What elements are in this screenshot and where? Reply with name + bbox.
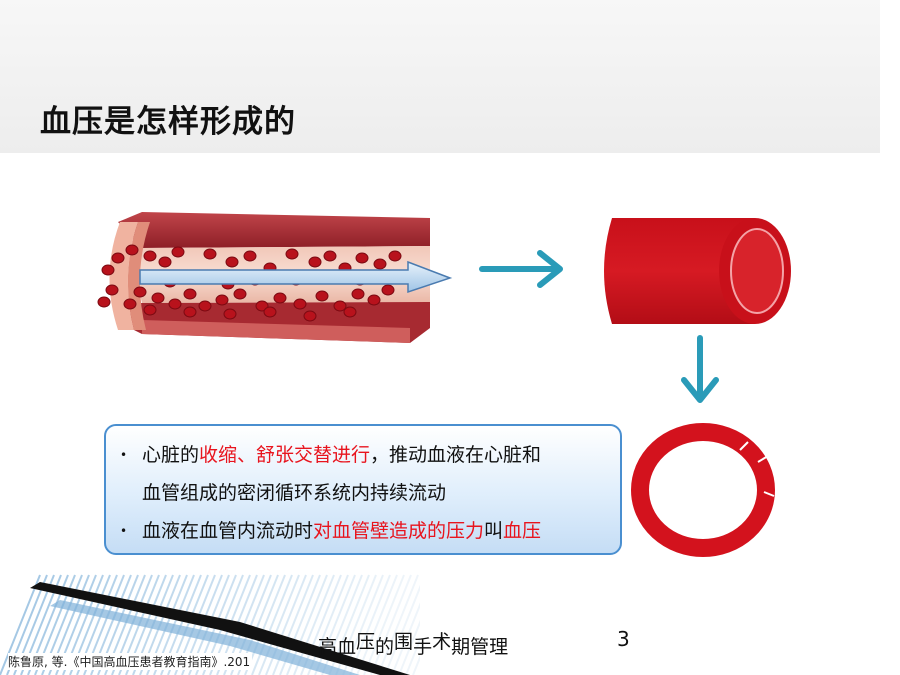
- decorative-stripe: [391, 602, 420, 675]
- blood-vessel-illustration: [97, 212, 453, 343]
- red-blood-cell: [225, 256, 239, 268]
- bullet-dot: •: [120, 448, 128, 462]
- decorative-stripe: [398, 619, 420, 675]
- red-blood-cell: [233, 288, 247, 300]
- red-blood-cell: [105, 284, 119, 296]
- decorative-stripe: [251, 574, 293, 675]
- red-blood-cell: [151, 292, 165, 304]
- footer-title-part: 围: [394, 631, 414, 653]
- red-blood-cell: [308, 256, 322, 268]
- red-blood-cell: [355, 252, 369, 264]
- red-blood-cell: [171, 246, 185, 258]
- red-blood-cell: [125, 244, 139, 256]
- pressure-arrow-3: [763, 491, 775, 497]
- red-blood-cell: [343, 306, 357, 318]
- decorative-stripe: [0, 574, 41, 675]
- bullet-item-2: • 血液在血管内流动时对血管壁造成的压力叫血压: [118, 512, 610, 550]
- slide-title: 血压是怎样形成的: [40, 104, 296, 140]
- decorative-stripe: [300, 574, 342, 675]
- red-blood-cell: [333, 300, 347, 312]
- bullet-item-1: • 心脏的收缩、舒张交替进行，推动血液在心脏和 血管组成的密闭循环系统内持续流动: [118, 436, 610, 512]
- decorative-stripe: [370, 574, 412, 675]
- red-blood-cell: [303, 310, 317, 322]
- page-number: 3: [617, 627, 630, 651]
- footer-title-part: 的: [375, 636, 395, 658]
- red-blood-cell: [158, 256, 172, 268]
- red-blood-cell: [388, 250, 402, 262]
- red-blood-cell: [285, 248, 299, 260]
- decorative-stripe: [356, 574, 398, 675]
- red-blood-cell: [168, 298, 182, 310]
- red-blood-cell: [143, 250, 157, 262]
- bullet-1-highlight: 收缩、舒张交替进行: [199, 444, 371, 466]
- red-blood-cell: [315, 290, 329, 302]
- bullet-dot: •: [120, 524, 128, 538]
- red-blood-cell: [351, 288, 365, 300]
- red-blood-cell: [183, 306, 197, 318]
- decorative-stripe: [258, 574, 300, 675]
- red-blood-cell: [198, 300, 212, 312]
- decorative-black-sweep: [30, 582, 410, 675]
- red-blood-cell: [111, 252, 125, 264]
- pressure-arrow-1: [739, 441, 749, 451]
- red-blood-cell: [243, 250, 257, 262]
- red-blood-cell: [263, 306, 277, 318]
- citation: 陈鲁原, 等.《中国高血压患者教育指南》.201: [8, 653, 253, 670]
- bullet-2-highlight: 对血管壁造成的压力: [313, 520, 485, 542]
- red-blood-cell: [215, 294, 229, 306]
- footer-title-part: 期管理: [451, 636, 509, 658]
- title-band: [0, 0, 880, 153]
- red-blood-cell: [143, 304, 157, 316]
- bullet-2-text-b: 叫: [484, 520, 504, 542]
- decorative-stripe: [405, 637, 420, 675]
- footer-title: 高血压的围手术期管理: [318, 631, 509, 659]
- flow-direction-arrow: [139, 260, 453, 294]
- decorative-stripe: [363, 574, 405, 675]
- bullet-2-text-a: 血液在血管内流动时: [142, 520, 314, 542]
- bullet-1-text-a: 心脏的: [142, 444, 200, 466]
- red-blood-cell: [273, 292, 287, 304]
- red-blood-cell: [223, 308, 237, 320]
- vessel-cylinder-illustration: [604, 218, 791, 324]
- decorative-stripe: [349, 574, 391, 675]
- pressure-arrow-2: [757, 455, 769, 463]
- arrow-right-icon: [479, 250, 563, 288]
- red-blood-cell: [323, 250, 337, 262]
- decorative-stripe: [377, 574, 419, 675]
- explanation-box: • 心脏的收缩、舒张交替进行，推动血液在心脏和 血管组成的密闭循环系统内持续流动…: [104, 424, 622, 555]
- decorative-stripe: [307, 574, 349, 675]
- bullet-1-text-b: ，推动血液在心脏和: [370, 444, 542, 466]
- bullet-2-highlight-term: 血压: [503, 520, 542, 542]
- red-blood-cell: [203, 248, 217, 260]
- footer-title-part: 压: [356, 631, 376, 653]
- decorative-stripe: [412, 654, 420, 675]
- red-blood-cell: [101, 264, 115, 276]
- red-blood-cell: [367, 294, 381, 306]
- footer-title-part: 手: [413, 636, 433, 658]
- cylinder-body: [604, 218, 755, 324]
- footer-title-part: 高血: [318, 636, 357, 658]
- red-blood-cell: [183, 288, 197, 300]
- cylinder-opening: [730, 228, 784, 314]
- decorative-stripe: [384, 584, 420, 675]
- footer-title-part: 术: [432, 631, 452, 653]
- arrow-down-icon: [681, 335, 719, 403]
- red-blood-cell: [381, 284, 395, 296]
- red-blood-cell: [97, 296, 111, 308]
- red-blood-cell: [133, 286, 147, 298]
- red-blood-cell: [293, 298, 307, 310]
- bullet-1-line2: 血管组成的密闭循环系统内持续流动: [142, 482, 447, 504]
- red-blood-cell: [123, 298, 137, 310]
- vessel-upper-wall: [118, 212, 430, 248]
- red-blood-cell: [373, 258, 387, 270]
- vessel-cross-section-ring: [631, 423, 775, 557]
